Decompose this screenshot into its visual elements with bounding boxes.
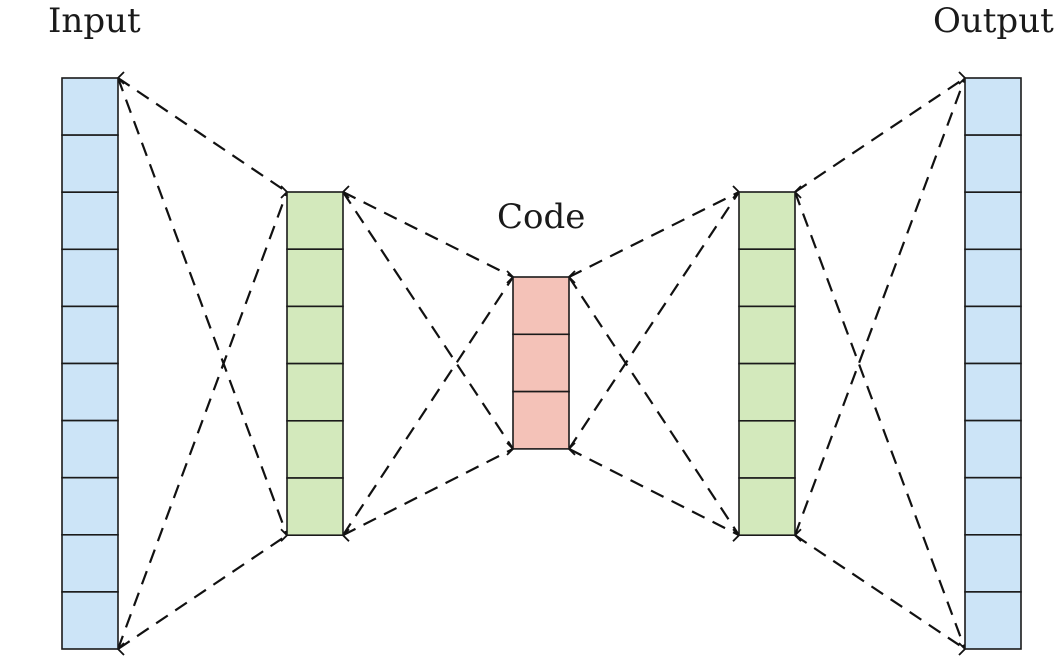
connection-line <box>568 276 740 536</box>
output-unit <box>964 591 1022 650</box>
connection-tip <box>732 185 741 199</box>
connection-line <box>794 534 966 650</box>
connection-line <box>342 276 514 536</box>
decoder-hidden-unit <box>738 248 796 308</box>
layer-output <box>964 77 1022 650</box>
output-unit <box>964 533 1022 593</box>
input-unit <box>61 419 119 479</box>
code-unit <box>512 276 570 336</box>
decoder-hidden-unit <box>738 362 796 422</box>
output-unit <box>964 134 1022 194</box>
decoder-hidden-unit <box>738 305 796 365</box>
connection-line <box>568 191 740 450</box>
encoder-hidden-unit <box>286 477 344 537</box>
output-unit <box>964 476 1022 536</box>
connection-line <box>793 77 967 536</box>
connection-tip <box>506 442 515 456</box>
connection-line <box>342 191 514 450</box>
input-unit <box>61 476 119 536</box>
connection-line <box>568 447 740 537</box>
input-unit <box>61 591 119 650</box>
output-unit <box>964 77 1022 136</box>
output-unit <box>964 191 1022 251</box>
encoder-hidden-unit <box>286 191 344 251</box>
decoder-hidden-unit <box>738 191 796 251</box>
connection-tip <box>280 185 289 199</box>
encoder-hidden-unit <box>286 305 344 365</box>
connection-line <box>117 534 288 650</box>
encoder-hidden-unit <box>286 419 344 479</box>
input-unit <box>61 305 119 365</box>
connection-tip <box>506 270 515 284</box>
connection-line <box>116 191 289 650</box>
connection-line <box>794 77 966 193</box>
connection-line <box>342 191 514 278</box>
input-unit <box>61 134 119 194</box>
input-label: Input <box>48 1 141 41</box>
input-unit <box>61 191 119 251</box>
connection-line <box>568 191 740 278</box>
encoder-hidden-unit <box>286 248 344 308</box>
code-label: Code <box>497 197 585 237</box>
connection-line <box>793 191 967 650</box>
connection-line <box>117 77 288 193</box>
input-unit <box>61 533 119 593</box>
connection-tip <box>567 442 576 456</box>
decoder-hidden-unit <box>738 419 796 479</box>
output-unit <box>964 362 1022 422</box>
layer-input <box>61 77 119 650</box>
code-unit <box>512 390 570 450</box>
layer-code <box>512 276 570 450</box>
layer-encoder-hidden <box>286 191 344 537</box>
connection-tip <box>341 528 350 542</box>
output-unit <box>964 305 1022 365</box>
connection-tip <box>341 185 350 199</box>
connection-tip <box>732 528 741 542</box>
decoder-hidden-unit <box>738 477 796 537</box>
output-unit <box>964 419 1022 479</box>
layers <box>61 77 1022 650</box>
connection-line <box>342 447 514 537</box>
connection-tip <box>567 270 576 284</box>
encoder-hidden-unit <box>286 362 344 422</box>
connection-line <box>116 77 289 536</box>
output-unit <box>964 248 1022 308</box>
output-label: Output <box>933 1 1054 41</box>
input-unit <box>61 248 119 308</box>
layer-decoder-hidden <box>738 191 796 537</box>
input-unit <box>61 362 119 422</box>
input-unit <box>61 77 119 136</box>
code-unit <box>512 333 570 393</box>
